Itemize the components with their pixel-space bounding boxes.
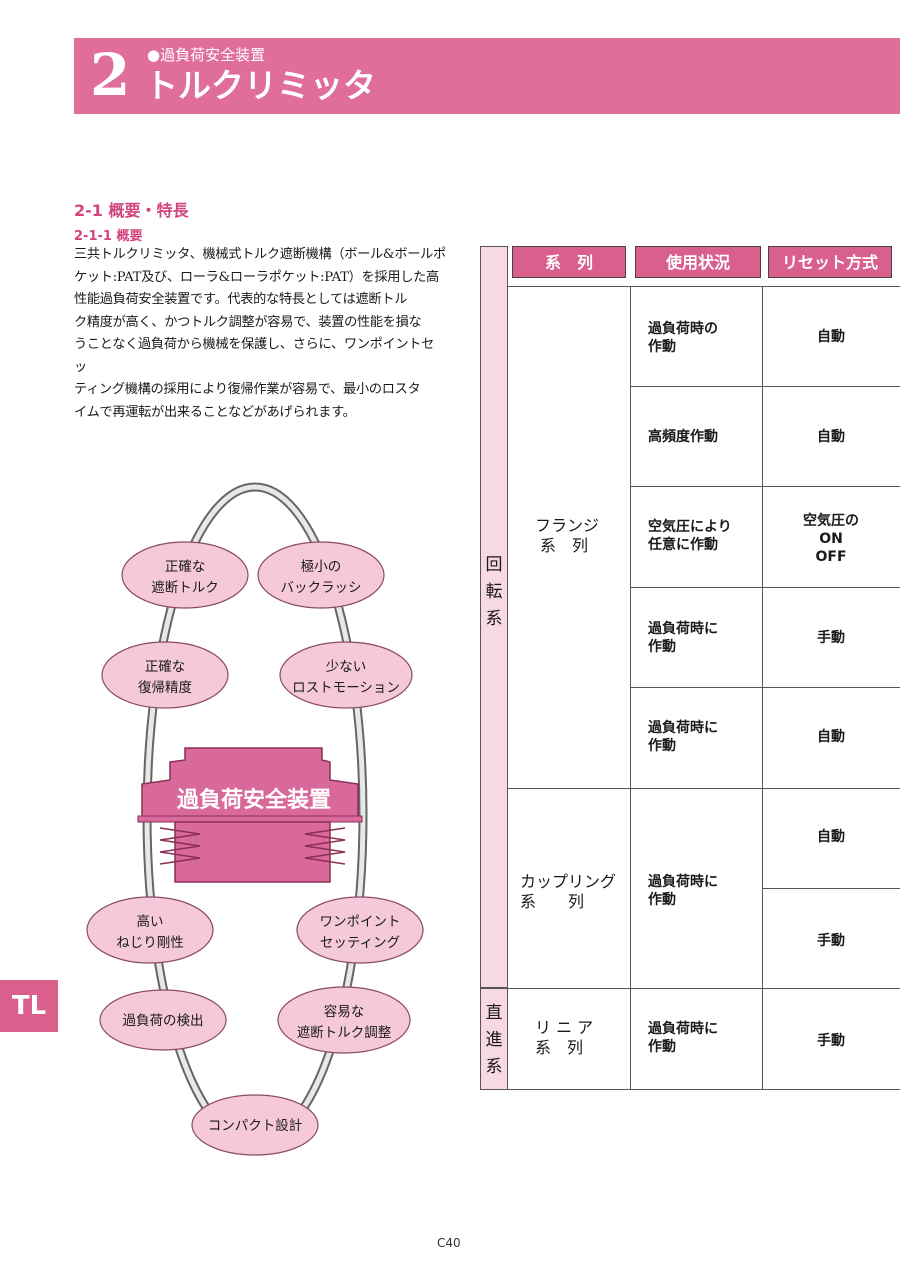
grid-line — [508, 788, 900, 789]
series-flange: フランジ 系 列 — [535, 516, 600, 555]
svg-text:極小の: 極小の — [301, 559, 342, 575]
chapter-number: 2 — [90, 41, 131, 109]
svg-text:過負荷の検出: 過負荷の検出 — [123, 1013, 204, 1029]
feature-bubble: 高い ねじり剛性 — [86, 896, 214, 964]
svg-text:コンパクト設計: コンパクト設計 — [208, 1118, 303, 1134]
body-line: 三共トルクリミッタ、機械式トルク遮断機構（ボール&ボールポ — [74, 247, 446, 262]
reset-cell: 自動 — [817, 429, 845, 445]
usage-cell: 空気圧により任意に作動 — [648, 519, 732, 553]
header-series: 系 列 — [512, 246, 626, 278]
reset-cell: 手動 — [817, 1033, 845, 1049]
svg-text:ロストモーション: ロストモーション — [292, 680, 400, 696]
chapter-subtitle: ●過負荷安全装置 — [147, 46, 266, 64]
chapter-title: トルクリミッタ — [145, 66, 376, 105]
reset-cell: 自動 — [817, 329, 845, 345]
svg-text:復帰精度: 復帰精度 — [138, 679, 192, 696]
usage-cell: 過負荷時に作動 — [648, 720, 718, 754]
grid-line — [630, 286, 631, 1090]
svg-text:遮断トルク: 遮断トルク — [151, 580, 219, 596]
header-reset: リセット方式 — [768, 246, 892, 278]
grid-line — [508, 286, 900, 287]
feature-bubble: 極小の バックラッシ — [257, 541, 385, 609]
linear-group-cell — [480, 988, 508, 1090]
feature-bubble: ワンポイント セッティング — [296, 896, 424, 964]
usage-cell: 過負荷時に作動 — [648, 621, 718, 655]
grid-line — [508, 988, 900, 989]
header-usage: 使用状況 — [635, 246, 761, 278]
reset-cell: 手動 — [817, 933, 845, 949]
section-side-tab: TL — [0, 980, 58, 1032]
series-coupling: カップリング 系 列 — [520, 872, 617, 911]
svg-text:容易な: 容易な — [324, 1003, 365, 1020]
grid-line — [630, 587, 900, 588]
rotary-group-label: 回 転 系 — [485, 555, 503, 629]
grid-line — [762, 286, 763, 1090]
linear-group-label: 直 進 系 — [485, 1003, 503, 1077]
reset-cell: 自動 — [817, 729, 845, 745]
body-line: ク精度が高く、かつトルク調整が容易で、装置の性能を損な — [74, 314, 422, 330]
usage-cell: 過負荷時の作動 — [648, 321, 718, 355]
feature-bubble: コンパクト設計 — [191, 1094, 319, 1156]
body-line: 性能過負荷安全装置です。代表的な特長としては遮断トル — [74, 292, 408, 307]
svg-text:正確な: 正確な — [145, 659, 186, 675]
reset-cell: 自動 — [817, 829, 845, 845]
page-number: C40 — [437, 1236, 461, 1250]
svg-text:高い: 高い — [137, 913, 164, 930]
body-paragraph: 三共トルクリミッタ、機械式トルク遮断機構（ボール&ボールポ ケット:PAT及び、… — [74, 244, 446, 424]
svg-text:セッティング: セッティング — [320, 935, 400, 951]
series-spec-table: 回 転 系 直 進 系 系 列 使用状況 リセット方式 フランジ 系 列 カップ… — [480, 246, 900, 1090]
safety-device-illustration: 過負荷安全装置 — [137, 747, 363, 883]
usage-cell: 過負荷時に作動 — [648, 874, 718, 908]
feature-bubble: 過負荷の検出 — [99, 989, 227, 1051]
svg-text:遮断トルク調整: 遮断トルク調整 — [297, 1025, 392, 1041]
rotary-group-cell — [480, 246, 508, 988]
body-line: ケット:PAT及び、ローラ&ローラポケット:PAT）を採用した高 — [74, 269, 439, 285]
feature-bubble: 正確な 遮断トルク — [121, 541, 249, 609]
grid-line — [762, 888, 900, 889]
grid-line — [630, 687, 900, 688]
section-heading: 2-1 概要・特長 — [74, 201, 189, 220]
svg-text:少ない: 少ない — [326, 659, 367, 675]
feature-bubble: 正確な 復帰精度 — [101, 641, 229, 709]
series-linear: リ ニ ア 系 列 — [535, 1018, 594, 1057]
grid-line — [508, 1089, 900, 1090]
grid-line — [630, 486, 900, 487]
usage-cell: 高頻度作動 — [648, 429, 718, 445]
subsection-heading: 2-1-1 概要 — [74, 229, 143, 244]
chapter-header-band — [74, 38, 900, 114]
feature-diagram: 過負荷安全装置 正確な 遮断トルク 極小の バックラッシ 正確な 復帰精度 少な… — [86, 482, 424, 1156]
feature-bubble: 容易な 遮断トルク調整 — [277, 986, 411, 1054]
body-line: うことなく過負荷から機械を保護し、さらに、ワンポイントセッ — [74, 337, 435, 375]
device-label: 過負荷安全装置 — [177, 787, 331, 813]
body-line: イムで再運転が出来ることなどがあげられます。 — [74, 404, 356, 420]
svg-text:ねじり剛性: ねじり剛性 — [116, 935, 184, 951]
svg-text:正確な: 正確な — [165, 559, 206, 575]
reset-cell: 手動 — [817, 630, 845, 646]
svg-text:ワンポイント: ワンポイント — [320, 914, 401, 930]
grid-line — [630, 386, 900, 387]
usage-cell: 過負荷時に作動 — [648, 1021, 718, 1055]
body-line: ティング機構の採用により復帰作業が容易で、最小のロスタ — [74, 382, 421, 397]
svg-text:バックラッシ: バックラッシ — [281, 580, 362, 596]
feature-bubble: 少ない ロストモーション — [279, 641, 413, 709]
